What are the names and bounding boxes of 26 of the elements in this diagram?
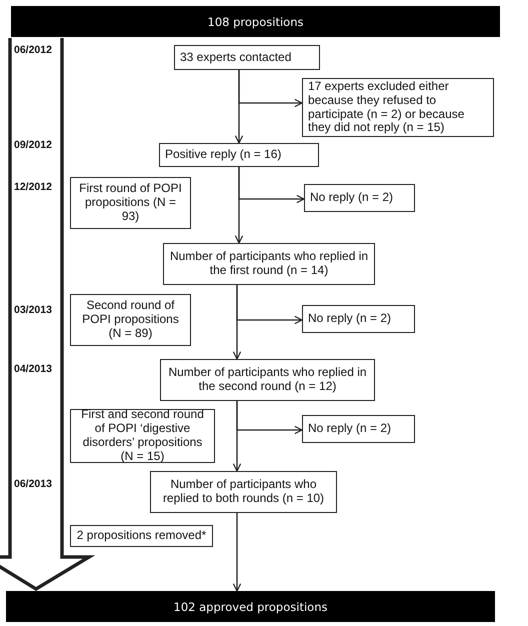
process-box: Positive reply (n = 16) xyxy=(159,143,319,167)
process-box: No reply (n = 2) xyxy=(302,415,415,443)
date-label: 09/2012 xyxy=(14,139,52,151)
process-box: 2 propositions removed* xyxy=(70,525,213,547)
date-label: 12/2012 xyxy=(14,181,52,193)
arrow xyxy=(238,70,303,108)
process-box: 17 experts excluded either because they refused to participate (n = 2) or because they did not reply (n = 15) xyxy=(302,78,494,137)
arrow xyxy=(236,401,303,434)
process-box: First and second round of POPI ‘digestive disorders’ propositions (N = 15) xyxy=(70,409,215,463)
date-label: 06/2013 xyxy=(14,478,52,490)
arrow xyxy=(236,285,303,324)
process-box: No reply (n = 2) xyxy=(302,305,415,333)
process-box: Number of participants who replied to both rounds (n = 10) xyxy=(150,471,337,513)
arrow xyxy=(238,167,305,204)
process-box: First round of POPI propositions (N = 93) xyxy=(70,177,191,229)
arrow xyxy=(232,513,242,592)
process-box: Number of participants who replied in the first round (n = 14) xyxy=(163,243,375,285)
process-box: Number of participants who replied in the second round (n = 12) xyxy=(160,359,375,401)
date-label: 03/2013 xyxy=(14,304,52,316)
process-box: 33 experts contacted xyxy=(174,45,320,70)
date-label: 04/2013 xyxy=(14,363,52,375)
header-bar: 108 propositions xyxy=(11,6,500,37)
date-label: 06/2012 xyxy=(14,44,52,56)
process-box: No reply (n = 2) xyxy=(304,184,415,212)
process-box: Second round of POPI propositions (N = 89) xyxy=(70,294,191,346)
header-bar: 102 approved propositions xyxy=(6,591,495,622)
